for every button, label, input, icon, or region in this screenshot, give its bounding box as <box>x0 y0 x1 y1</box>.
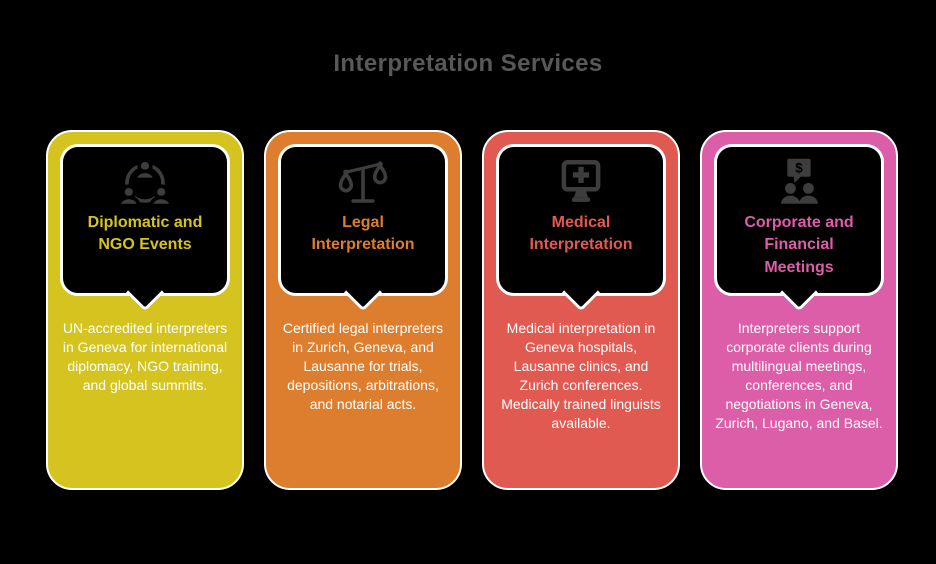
justice-scales-icon <box>333 156 393 210</box>
card-corporate-financial-meetings: $ Corporate and Financial Meetings Inter… <box>700 130 898 490</box>
card-body: Certified legal interpreters in Zurich, … <box>282 320 444 412</box>
card-title: Legal Interpretation <box>311 214 415 254</box>
card-title: Diplomatic and NGO Events <box>87 214 203 254</box>
panel-tail <box>561 273 601 312</box>
card-diplomatic-ngo-events: Diplomatic and NGO Events UN-accredited … <box>46 130 244 490</box>
finance-discussion-icon: $ <box>769 156 829 210</box>
panel-tail <box>125 273 165 312</box>
card-header-panel: Legal Interpretation <box>278 144 448 312</box>
card-medical-interpretation: Medical Interpretation Medical interpret… <box>482 130 680 490</box>
card-title: Medical Interpretation <box>529 214 633 254</box>
svg-text:$: $ <box>795 161 803 176</box>
cards-row: Diplomatic and NGO Events UN-accredited … <box>46 130 898 490</box>
page-title: Interpretation Services <box>333 50 603 77</box>
card-header-panel: $ Corporate and Financial Meetings <box>714 144 884 312</box>
card-legal-interpretation: Legal Interpretation Certified legal int… <box>264 130 462 490</box>
card-body: Interpreters support corporate clients d… <box>715 320 883 431</box>
card-body: Medical interpretation in Geneva hospita… <box>501 320 661 431</box>
card-body: UN-accredited interpreters in Geneva for… <box>62 320 228 393</box>
card-header-panel: Medical Interpretation <box>496 144 666 312</box>
panel-tail <box>343 273 383 312</box>
card-header-panel: Diplomatic and NGO Events <box>60 144 230 312</box>
card-title: Corporate and Financial Meetings <box>744 214 854 276</box>
medical-monitor-icon <box>551 156 611 210</box>
people-network-icon <box>115 156 175 210</box>
